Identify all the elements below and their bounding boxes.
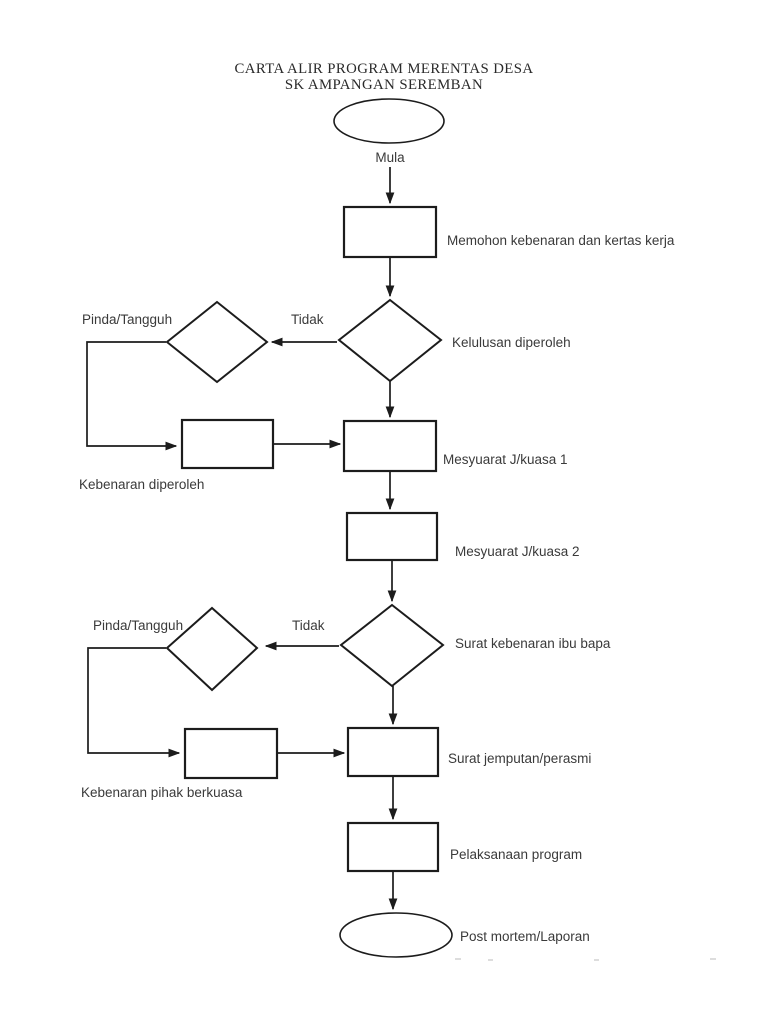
print-artifact [488, 959, 493, 961]
kebenaran-diperoleh-process-shape [180, 418, 275, 470]
mesyuarat-jkuasa-2-process-shape [345, 511, 439, 562]
kelulusan-decision-shape [337, 298, 443, 383]
page-title: CARTA ALIR PROGRAM MERENTAS DESA SK AMPA… [0, 61, 768, 93]
label-surat-kebenaran-ibu-bapa: Surat kebenaran ibu bapa [455, 636, 611, 651]
label-surat-jemputan: Surat jemputan/perasmi [448, 751, 592, 766]
label-pinda-tangguh-1: Pinda/Tangguh [82, 312, 173, 327]
pinda-tangguh-1-decision-shape [165, 300, 269, 384]
print-artifact [455, 958, 461, 960]
edge-pinda1-to-kebenaran1 [86, 341, 178, 451]
label-mula: Mula [375, 150, 405, 165]
label-tidak-2: Tidak [292, 618, 325, 633]
label-mesyuarat-jkuasa-2: Mesyuarat J/kuasa 2 [455, 544, 580, 559]
label-mesyuarat-jkuasa-1: Mesyuarat J/kuasa 1 [443, 452, 568, 467]
label-tidak-1: Tidak [291, 312, 324, 327]
label-pelaksanaan-program: Pelaksanaan program [450, 847, 583, 862]
label-pinda-tangguh-2: Pinda/Tangguh [93, 618, 184, 633]
end-terminator-shape [339, 912, 453, 958]
label-memohon-kebenaran: Memohon kebenaran dan kertas kerja [447, 233, 675, 248]
page-title-line2: SK AMPANGAN SEREMBAN [284, 77, 484, 93]
mesyuarat-jkuasa-1-process-shape [342, 419, 438, 473]
print-artifact [594, 959, 599, 961]
label-kebenaran-diperoleh: Kebenaran diperoleh [79, 477, 205, 492]
surat-kebenaran-decision-shape [339, 603, 445, 688]
kebenaran-pihak-process-shape [183, 727, 279, 780]
start-terminator-shape [333, 98, 445, 144]
label-kelulusan-diperoleh: Kelulusan diperoleh [452, 335, 571, 350]
print-artifact [710, 958, 716, 960]
label-kebenaran-pihak-berkuasa: Kebenaran pihak berkuasa [81, 785, 243, 800]
edge-pinda2-to-kebenaran2 [87, 647, 181, 758]
page-title-line1: CARTA ALIR PROGRAM MERENTAS DESA [234, 61, 534, 77]
pinda-tangguh-2-decision-shape [165, 606, 259, 692]
label-post-mortem: Post mortem/Laporan [460, 929, 590, 944]
memohon-process-shape [342, 205, 438, 259]
pelaksanaan-process-shape [346, 821, 440, 873]
surat-jemputan-process-shape [346, 726, 440, 778]
